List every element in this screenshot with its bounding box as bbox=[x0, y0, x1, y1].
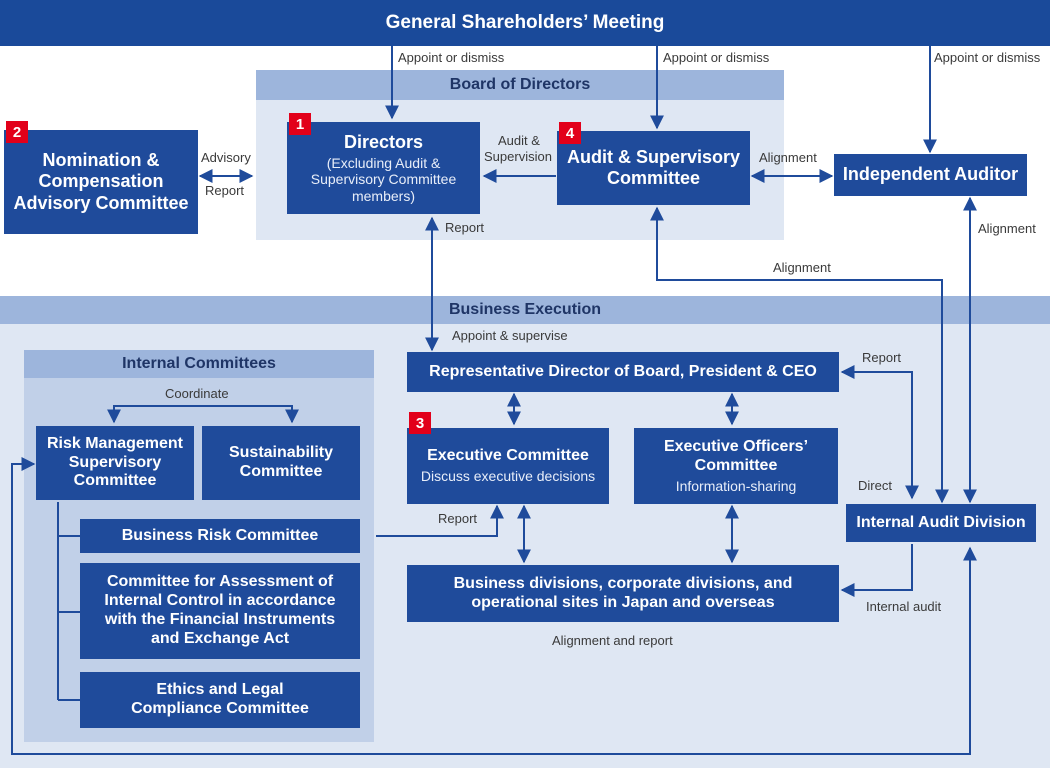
label-report-nomination: Report bbox=[205, 183, 245, 198]
risk-management-committee-box[interactable]: Risk Management Supervisory Committee bbox=[36, 426, 194, 500]
label-alignment-auditor: Alignment bbox=[759, 150, 817, 165]
directors-badge: 1 bbox=[289, 113, 311, 135]
nomination-committee-box[interactable]: Nomination & Compensation Advisory Commi… bbox=[4, 130, 198, 234]
label-appoint-dismiss-directors: Appoint or dismiss bbox=[398, 50, 505, 65]
label-alignment-and-report: Alignment and report bbox=[552, 633, 673, 648]
label-appoint-supervise: Appoint & supervise bbox=[452, 328, 568, 343]
label-coordinate: Coordinate bbox=[165, 386, 229, 401]
label-appoint-dismiss-auditor: Appoint or dismiss bbox=[934, 50, 1041, 65]
label-internal-audit: Internal audit bbox=[866, 599, 942, 614]
audit-committee-badge: 4 bbox=[559, 122, 581, 144]
label-alignment-mid: Alignment bbox=[773, 260, 831, 275]
directors-box[interactable]: Directors (Excluding Audit & Supervisory… bbox=[287, 122, 480, 214]
audit-supervisory-committee-box[interactable]: Audit & Supervisory Committee bbox=[557, 131, 750, 205]
executive-officers-committee-box[interactable]: Executive Officers’ Committee Informatio… bbox=[634, 428, 838, 504]
internal-control-committee-box[interactable]: Committee for Assessment of Internal Con… bbox=[80, 563, 360, 659]
directors-subtitle: (Excluding Audit & Supervisory Committee… bbox=[310, 154, 457, 204]
executive-committee-box[interactable]: Executive Committee Discuss executive de… bbox=[407, 428, 609, 504]
sustainability-committee-box[interactable]: Sustainability Committee bbox=[202, 426, 360, 500]
internal-audit-division-box[interactable]: Internal Audit Division bbox=[846, 504, 1036, 542]
business-risk-committee-box[interactable]: Business Risk Committee bbox=[80, 519, 360, 553]
label-appoint-dismiss-audit: Appoint or dismiss bbox=[663, 50, 770, 65]
ceo-box[interactable]: Representative Director of Board, Presid… bbox=[407, 352, 839, 392]
directors-title: Directors bbox=[343, 131, 424, 152]
internal-committees-title: Internal Committees bbox=[24, 350, 374, 378]
label-alignment-vertical: Alignment bbox=[978, 221, 1036, 236]
ethics-compliance-committee-box[interactable]: Ethics and Legal Compliance Committee bbox=[80, 672, 360, 728]
nomination-badge: 2 bbox=[6, 121, 28, 143]
independent-auditor-box[interactable]: Independent Auditor bbox=[834, 154, 1027, 196]
business-execution-title: Business Execution bbox=[0, 296, 1050, 324]
label-advisory: Advisory bbox=[201, 150, 251, 165]
executive-committee-badge: 3 bbox=[409, 412, 431, 434]
board-title: Board of Directors bbox=[256, 70, 784, 100]
label-report-directors: Report bbox=[445, 220, 485, 235]
business-divisions-box[interactable]: Business divisions, corporate divisions,… bbox=[407, 565, 839, 622]
header-title: General Shareholders’ Meeting bbox=[385, 12, 665, 33]
label-audit-supervision-1: Audit & bbox=[498, 133, 540, 148]
label-report-ceo: Report bbox=[862, 350, 902, 365]
label-direct: Direct bbox=[858, 478, 892, 493]
label-report-business-risk: Report bbox=[438, 511, 478, 526]
shareholders-meeting-header: General Shareholders’ Meeting bbox=[0, 0, 1050, 46]
label-audit-supervision-2: Supervision bbox=[484, 149, 552, 164]
